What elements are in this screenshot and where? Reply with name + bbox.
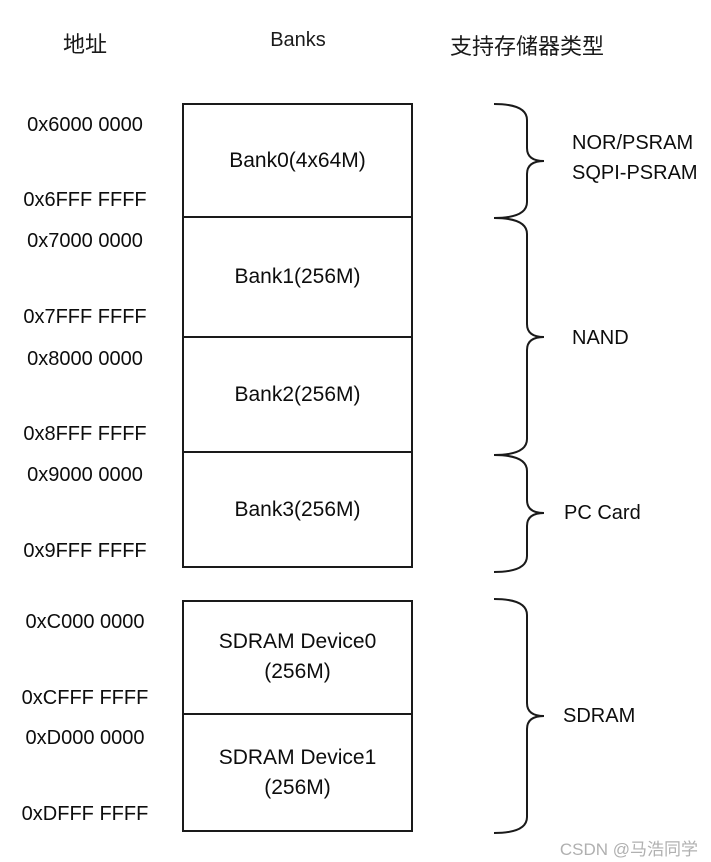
bank3-label: Bank3(256M) [234, 497, 361, 521]
sdram-device0-label: SDRAM Device0 (256M) [182, 602, 413, 711]
bank0-label: Bank0(4x64M) [229, 148, 366, 172]
addr-bank3-end: 0x9FFF FFFF [23, 540, 147, 562]
csdn-watermark: CSDN @马浩同学 [559, 840, 698, 859]
bank2-label: Bank2(256M) [234, 382, 361, 406]
addr-bank0-start: 0x6000 0000 [27, 114, 143, 136]
addr-bank2-end: 0x8FFF FFFF [23, 423, 147, 445]
sdram-device1-line2: (256M) [264, 775, 331, 799]
column-header-banks: Banks [270, 29, 326, 51]
brace-pc-card [493, 454, 545, 573]
addr-bank2-start: 0x8000 0000 [27, 348, 143, 370]
memory-type-sdram: SDRAM [563, 705, 636, 727]
bank-box-outline [182, 103, 413, 568]
column-header-address: 地址 [62, 33, 107, 58]
sdram-device1-line1: SDRAM Device1 [218, 745, 377, 769]
addr-sdram0-start: 0xC000 0000 [25, 611, 145, 633]
brace-nand [493, 217, 545, 456]
memory-type-nand: NAND [572, 327, 629, 349]
memory-type-nor-psram: NOR/PSRAM SQPI-PSRAM [572, 128, 698, 188]
column-header-memory-type: 支持存储器类型 [449, 35, 604, 60]
addr-sdram1-end: 0xDFFF FFFF [21, 803, 149, 825]
addr-sdram0-end: 0xCFFF FFFF [21, 687, 149, 709]
memory-type-pc-card: PC Card [564, 502, 641, 524]
bank0-bank1-divider [184, 216, 411, 218]
memory-type-nor-psram-line1: NOR/PSRAM [572, 132, 694, 154]
sdram-device0-line2: (256M) [264, 659, 331, 683]
addr-bank0-end: 0x6FFF FFFF [23, 189, 147, 211]
addr-bank1-start: 0x7000 0000 [27, 230, 143, 252]
addr-sdram1-start: 0xD000 0000 [25, 727, 145, 749]
addr-bank1-end: 0x7FFF FFFF [23, 306, 147, 328]
brace-nor-psram [493, 103, 545, 219]
addr-bank3-start: 0x9000 0000 [27, 464, 143, 486]
sdram-device1-label: SDRAM Device1 (256M) [182, 715, 413, 830]
bank1-bank2-divider [184, 336, 411, 338]
memory-type-nor-psram-line2: SQPI-PSRAM [572, 162, 698, 184]
brace-sdram [493, 598, 545, 834]
sdram-device-divider [184, 713, 411, 715]
sdram-device0-line1: SDRAM Device0 [218, 629, 377, 653]
sdram-box-outline [182, 600, 413, 832]
bank1-label: Bank1(256M) [234, 265, 361, 288]
bank2-bank3-divider [184, 451, 411, 453]
